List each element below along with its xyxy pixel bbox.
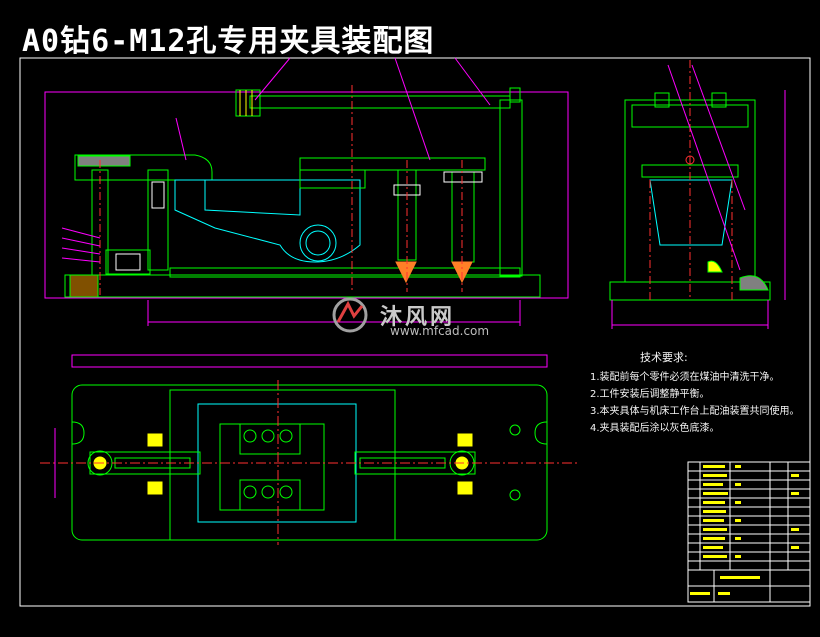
tech-requirement-4: 4.夹具装配后涂以灰色底漆。	[590, 423, 720, 434]
tech-requirement-2: 2.工件安装后调整静平衡。	[590, 389, 710, 400]
front-workpiece-bore	[299, 224, 337, 262]
top-view-dim	[71, 354, 548, 368]
tech-requirements-heading: 技术要求:	[640, 351, 688, 364]
side-view	[609, 60, 786, 329]
front-base-plate	[64, 274, 541, 298]
watermark-url: www.mfcad.com	[390, 324, 490, 338]
top-fixture-body	[169, 389, 396, 541]
front-top-nut	[235, 89, 261, 117]
tech-requirement-3: 3.本夹具体与机床工作台上配油装置共同使用。	[590, 406, 800, 417]
sheet-border	[19, 57, 811, 607]
top-view	[40, 354, 580, 545]
front-workpiece	[174, 179, 361, 263]
front-right-column	[499, 99, 523, 277]
watermark-name: 沐风网	[380, 305, 456, 330]
drawing-title: A0钻6-M12孔专用夹具装配图	[22, 24, 435, 59]
parts-list-table	[687, 461, 811, 603]
side-workpiece	[649, 179, 733, 246]
tech-requirement-1: 1.装配前每个零件必须在煤油中清洗干净。	[590, 372, 780, 383]
front-view-dim-frame	[44, 91, 569, 299]
front-clamp-arm	[74, 154, 213, 181]
front-left-clamp	[105, 249, 151, 275]
front-support-column-2	[451, 171, 475, 263]
front-view	[44, 57, 569, 326]
front-drill-plate	[299, 157, 486, 171]
front-top-beam	[249, 95, 511, 109]
watermark-logo-icon	[332, 297, 368, 333]
